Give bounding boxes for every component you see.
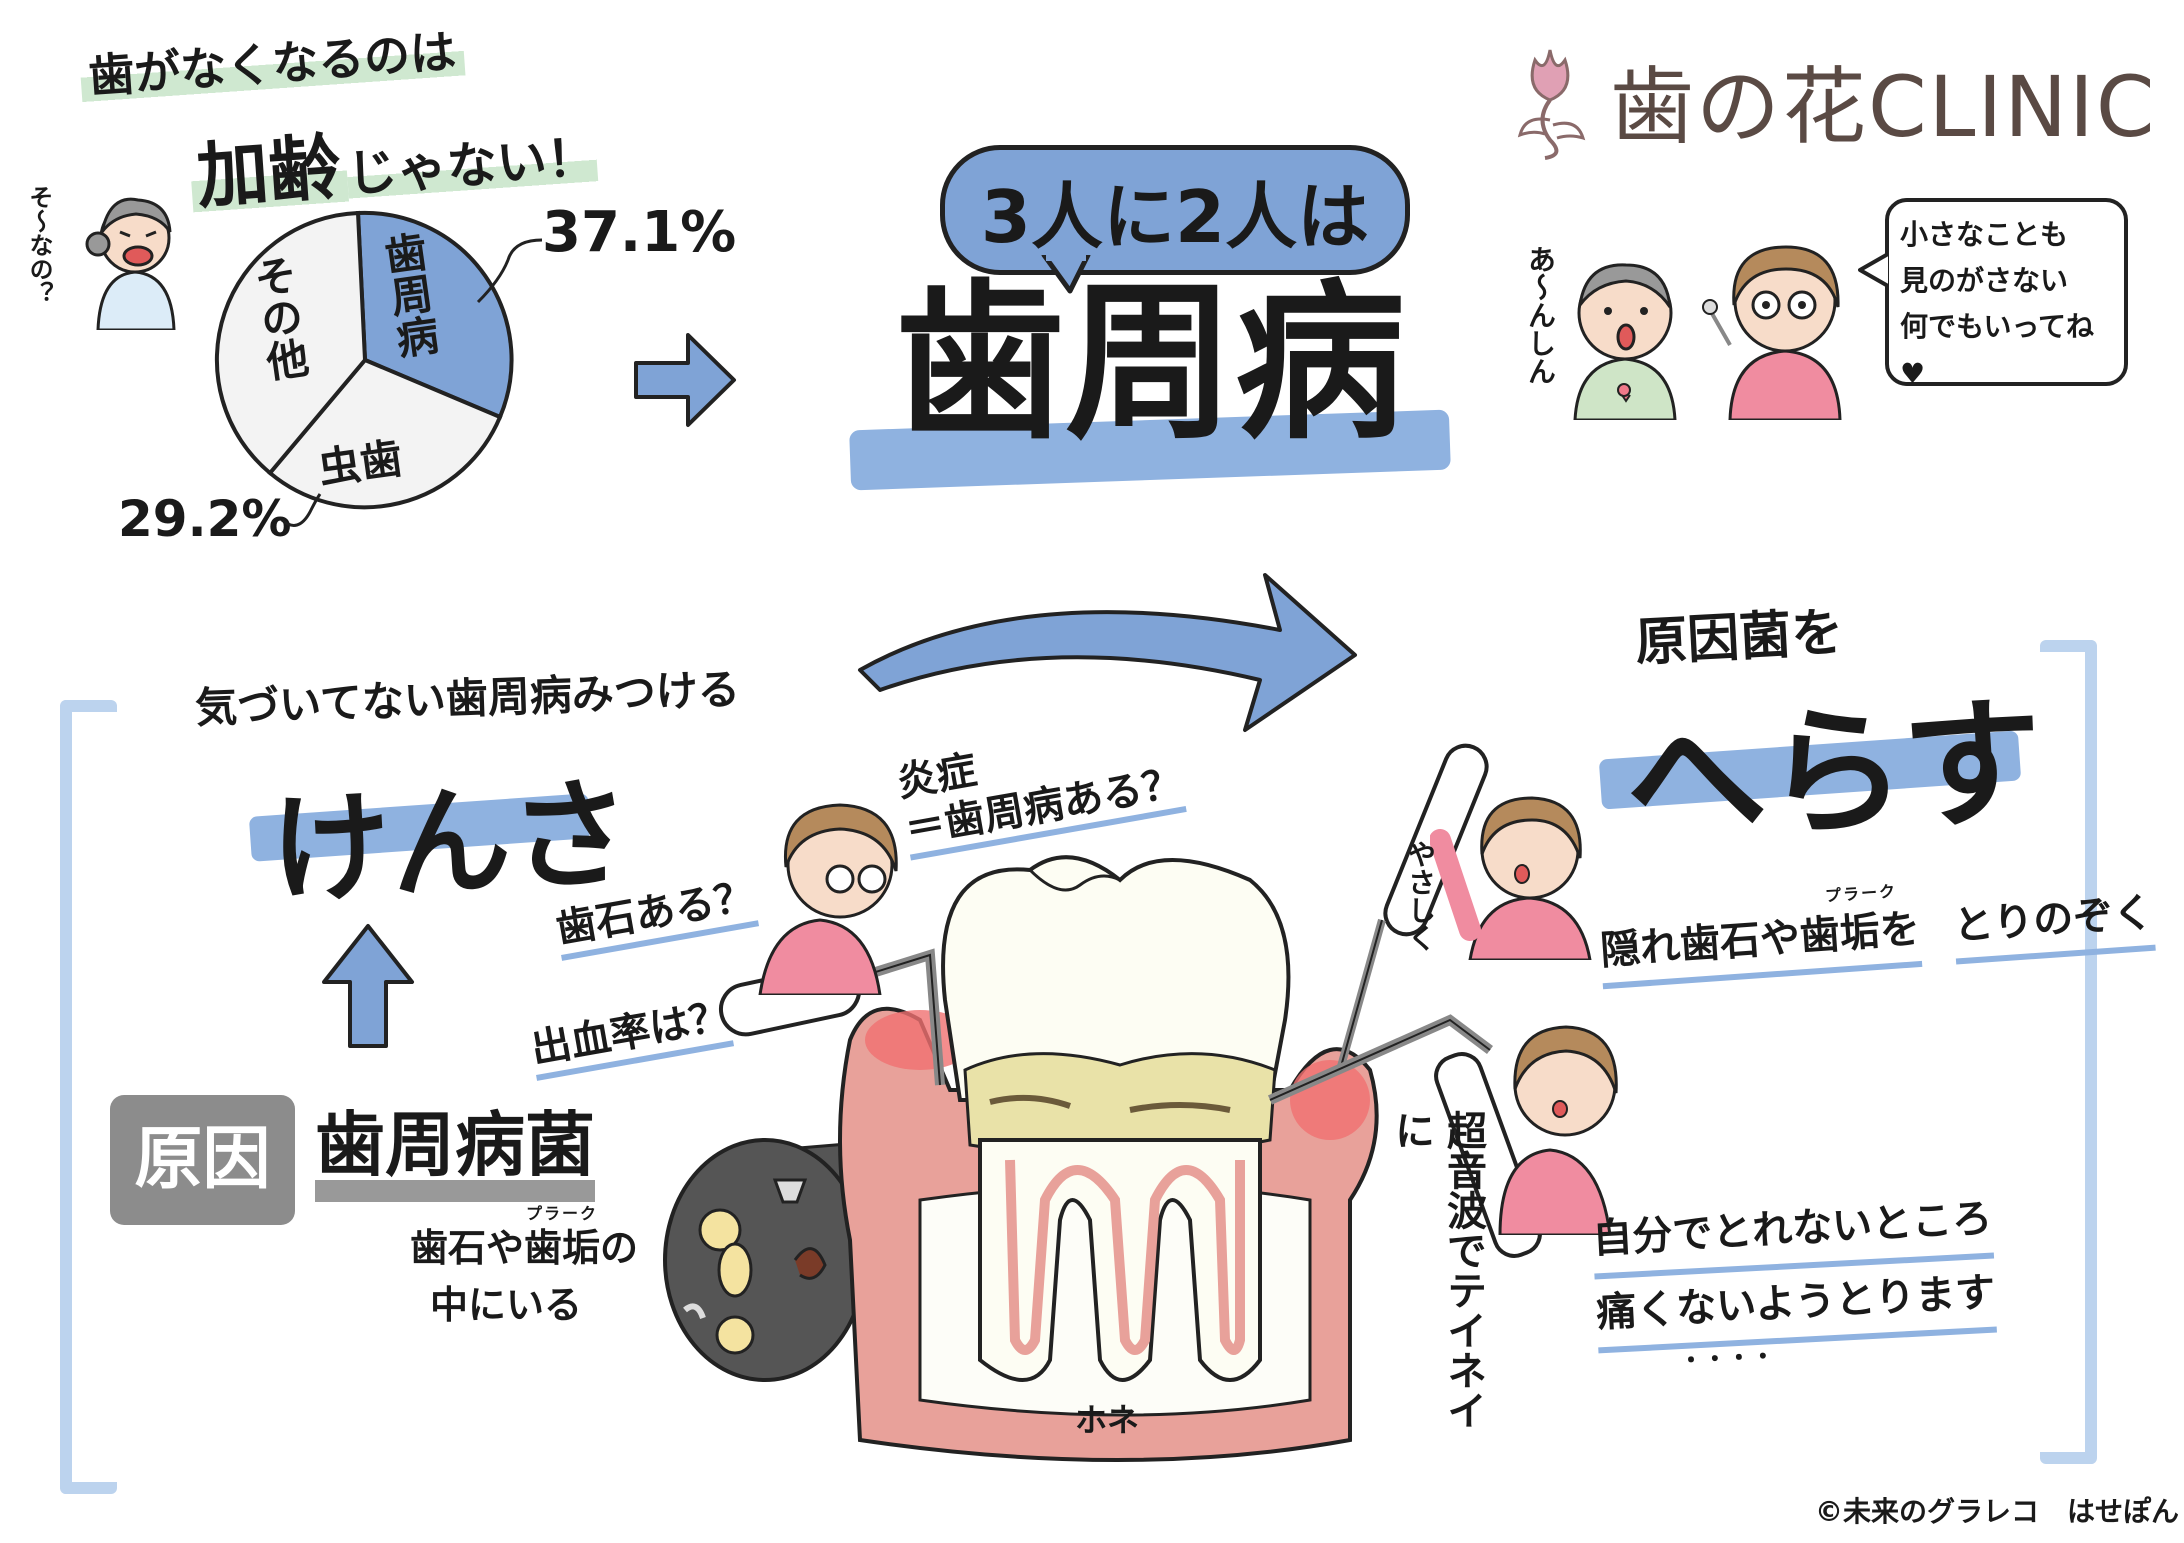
left-bracket xyxy=(60,700,117,1494)
cause-where-part2: 歯垢の xyxy=(524,1226,639,1270)
pie-slice-other xyxy=(214,210,368,476)
stat-bubble-tail xyxy=(1041,255,1091,294)
reassure-line-3: 何でもいってね♥ xyxy=(1900,310,2095,390)
stat-bubble-text: 3人に2人は xyxy=(980,175,1370,259)
reduce-step2: 自分でとれないところ 痛くないようとります ・・・・ xyxy=(1590,1184,1999,1378)
reassure-line-1: 小さなことも xyxy=(1900,218,2069,251)
pie-leader-periodontal xyxy=(476,238,543,304)
reassure-line-2: 見のがさない xyxy=(1900,264,2069,298)
dentist-illustration xyxy=(1700,225,1860,422)
pie-percent-periodontal: 37.1% xyxy=(542,200,737,265)
pie-percent-cavity: 29.2% xyxy=(118,490,292,548)
curved-arrow-icon xyxy=(858,573,1357,732)
reassure-bubble-tail xyxy=(1858,252,1889,288)
stat-bubble xyxy=(940,145,1410,275)
gentle-label: やさしく xyxy=(1404,840,1437,952)
arrow-right-icon xyxy=(634,333,736,427)
cause-where-ruby: プラーク xyxy=(526,1204,599,1223)
cause-label: 歯周病菌 xyxy=(315,1110,595,1202)
pie-side-comment: そ〜なの？ xyxy=(25,185,53,305)
relieved-patient-illustration xyxy=(1560,245,1690,422)
inspector-dentist-illustration xyxy=(740,785,930,997)
pie-slice-cavity xyxy=(267,357,503,510)
tooth-cross-section-illustration xyxy=(838,855,1379,1462)
copyright-credit: ©未来のグラレコ はせぽん xyxy=(1815,1495,2180,1528)
pie-leader-cavity xyxy=(281,493,322,527)
cause-where: 歯石や歯垢の プラーク 中にいる xyxy=(410,1204,639,1334)
worried-grandma-illustration xyxy=(80,180,190,332)
gentle-hygienist-illustration xyxy=(1429,780,1600,962)
reassure-bubble xyxy=(1885,198,2128,386)
reassure-bubble-text: 小さなことも 見のがさない 何でもいってね♥ xyxy=(1900,212,2110,397)
cause-where-line2: 中にいる xyxy=(430,1283,583,1327)
headline-line1: 歯がなくなるのは xyxy=(78,14,466,108)
clinic-logo-text: 歯の花CLINIC xyxy=(1610,58,2157,156)
bone-label: ホネ xyxy=(1075,1401,1140,1439)
arrow-up-icon xyxy=(322,924,414,1048)
reduce-step1-ruby: プラーク xyxy=(1824,881,1898,906)
headline-not: じゃない！ xyxy=(345,127,599,204)
exam-subtitle: 気づいてない歯周病みつける xyxy=(194,664,741,733)
ultrasonic-label: 超音波でテイネイに xyxy=(1388,1110,1486,1430)
reassure-side-text: あ〜んしん xyxy=(1524,245,1557,385)
pie-label-cavity: 虫歯 xyxy=(315,433,406,494)
right-bracket xyxy=(2040,640,2097,1464)
pie-slice-periodontal xyxy=(355,210,514,420)
cause-where-part1: 歯石や xyxy=(410,1226,525,1270)
reduce-step1-part1: 隠れ歯石や xyxy=(1598,914,1802,975)
cause-tag: 原因 xyxy=(110,1095,295,1225)
reduce-big-title: へらす xyxy=(1621,681,2047,866)
pie-chart xyxy=(210,205,520,515)
flower-logo-icon xyxy=(1517,49,1586,160)
ultrasonic-hygienist-illustration xyxy=(1470,1005,1650,1237)
reduce-step1-line2: とりのぞく xyxy=(1951,880,2156,965)
stat-big-title: 歯周病 xyxy=(894,265,1405,463)
reduce-step1-part2: 歯垢を xyxy=(1798,906,1922,961)
